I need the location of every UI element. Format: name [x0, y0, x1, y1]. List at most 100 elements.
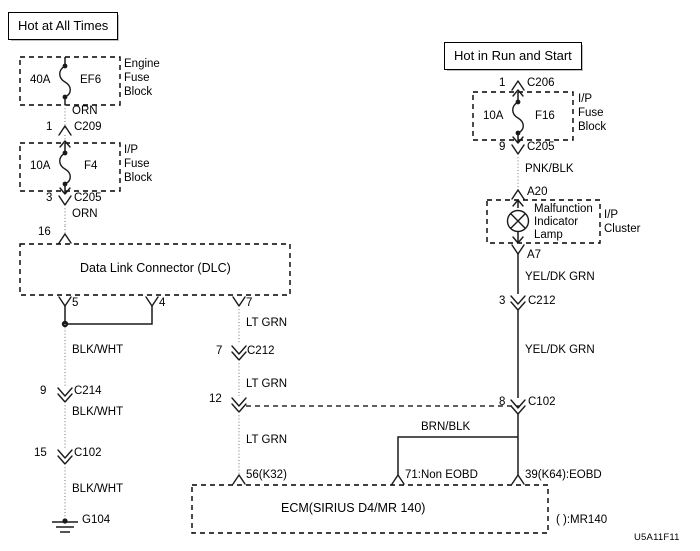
- connector-dlc-4-pin: 4: [159, 297, 166, 309]
- fuse-f16-id: F16: [535, 110, 555, 122]
- engine-fuse-block-label-3: Block: [124, 86, 153, 98]
- connector-c214-chev-1: [57, 387, 73, 397]
- wire-label-orn-2: ORN: [72, 208, 98, 220]
- connector-c102-right-name: C102: [528, 396, 556, 408]
- wire-label-blk-wht-1: BLK/WHT: [72, 344, 124, 356]
- fuse-f4-arrow-top: [59, 140, 71, 148]
- connector-c102-right-pin: 8: [499, 396, 506, 408]
- mil-label-2: Indicator: [534, 216, 579, 228]
- wire-label-lt-grn-3: LT GRN: [246, 434, 288, 446]
- ip-fuse-block-right-label-3: Block: [578, 121, 607, 133]
- wire-label-yel-dk-grn-1: YEL/DK GRN: [525, 271, 595, 283]
- ip-cluster-outline: [486, 199, 601, 244]
- connector-c205-left-symbol: [58, 195, 72, 206]
- engine-fuse-block-label-2: Fuse: [124, 72, 150, 84]
- ip-fuse-block-left-label-1: I/P: [124, 144, 139, 156]
- connector-dlc-16-pin: 16: [38, 226, 51, 238]
- ip-fuse-block-left-label-2: Fuse: [124, 158, 150, 170]
- connector-c102-left-name: C102: [74, 447, 102, 459]
- wire-label-pnk-blk: PNK/BLK: [525, 163, 574, 175]
- wire-dlc-4-to-splice: [65, 306, 153, 325]
- connector-dlc-5-symbol: [58, 296, 72, 307]
- ip-fuse-block-right-label-1: I/P: [578, 93, 593, 105]
- connector-c102-left-pin: 15: [34, 447, 47, 459]
- fuse-ef6-id: EF6: [80, 74, 102, 86]
- connector-splice-12-chev-1: [231, 397, 247, 407]
- mil-label-1: Malfunction: [534, 203, 593, 215]
- fuse-f4-terminal-top: [62, 150, 68, 156]
- connector-c206-name: C206: [527, 77, 555, 89]
- wire-label-lt-grn-2: LT GRN: [246, 378, 288, 390]
- mil-arrow-bottom: [512, 236, 524, 244]
- connector-c209-name: C209: [74, 121, 102, 133]
- connector-c205-left-pin: 3: [46, 192, 53, 204]
- fuse-ef6-element: [59, 65, 71, 98]
- wire-brn-blk: [397, 436, 518, 475]
- connector-c206-pin: 1: [499, 77, 506, 89]
- connector-dlc-4-symbol: [145, 296, 159, 307]
- fuse-ef6-terminal-top: [62, 63, 68, 69]
- ip-cluster-label-1: I/P: [604, 209, 619, 221]
- connector-a7-name: A7: [527, 249, 542, 261]
- wire-label-lt-grn-1: LT GRN: [246, 317, 288, 329]
- connector-c209-symbol: [58, 125, 72, 136]
- connector-c205-right-name: C205: [527, 141, 555, 153]
- wire-label-blk-wht-2: BLK/WHT: [72, 406, 124, 418]
- power-source-hot-in-run-and-start: Hot in Run and Start: [444, 42, 582, 70]
- connector-c212-mid-name: C212: [247, 345, 275, 357]
- power-source-hot-at-all-times: Hot at All Times: [8, 12, 119, 40]
- connector-c214-name: C214: [74, 385, 102, 397]
- connector-ecm-71-symbol: [391, 474, 405, 485]
- ip-fuse-block-right-label-2: Fuse: [578, 107, 604, 119]
- ip-fuse-block-left-outline: [19, 142, 121, 192]
- fuse-ef6-rating: 40A: [30, 74, 51, 86]
- connector-c205-right-symbol: [511, 144, 525, 155]
- ip-cluster-label-2: Cluster: [604, 223, 641, 235]
- connector-ecm-56-name: 56(K32): [246, 469, 287, 481]
- fuse-f16-rating: 10A: [483, 110, 504, 122]
- connector-c209-pin: 1: [46, 121, 53, 133]
- connector-c205-right-pin: 9: [499, 141, 506, 153]
- connector-c102-left-chev-1: [57, 449, 73, 459]
- connector-c206-symbol: [511, 80, 525, 91]
- fuse-f16-arrow-top: [512, 89, 524, 97]
- fuse-f4-element: [59, 152, 71, 185]
- fuse-f4-arrow-bottom: [59, 187, 71, 195]
- fuse-f4-rating: 10A: [30, 160, 51, 172]
- wire-label-orn-1: ORN: [72, 105, 98, 117]
- fuse-f16-arrow-bottom: [512, 136, 524, 144]
- connector-c212-right-chev-1: [510, 295, 526, 305]
- fuse-f4-id: F4: [84, 160, 98, 172]
- wire-label-brn-blk: BRN/BLK: [421, 421, 471, 433]
- ecm-outline: [191, 484, 549, 534]
- mil-lamp-cross: [510, 213, 526, 229]
- ip-fuse-block-left-label-3: Block: [124, 172, 153, 184]
- connector-c212-right-pin: 3: [499, 295, 506, 307]
- fuse-f16-element: [512, 101, 524, 134]
- engine-fuse-block-outline: [19, 56, 121, 106]
- connector-dlc-7-pin: 7: [246, 297, 253, 309]
- fuse-f16-terminal-top: [515, 99, 521, 105]
- wire-label-yel-dk-grn-2: YEL/DK GRN: [525, 344, 595, 356]
- connector-a7-symbol: [511, 244, 525, 255]
- connector-dlc-7-symbol: [232, 296, 246, 307]
- connector-a20-name: A20: [527, 186, 548, 198]
- connector-ecm-39-symbol: [511, 474, 525, 485]
- dlc-outline: [19, 243, 291, 296]
- connector-ecm-56-symbol: [232, 474, 246, 485]
- connector-a20-symbol: [511, 189, 525, 200]
- diagram-reference-id: U5A11F11: [634, 532, 680, 543]
- connector-c212-right-name: C212: [528, 295, 556, 307]
- connector-dlc-16-symbol: [58, 233, 72, 244]
- connector-c212-mid-chev-1: [231, 345, 247, 355]
- connector-dlc-5-pin: 5: [72, 297, 79, 309]
- engine-fuse-block-label-1: Engine: [124, 58, 160, 70]
- connector-splice-12-pin: 12: [209, 393, 222, 405]
- mil-label-3: Lamp: [534, 229, 563, 241]
- wire-label-blk-wht-3: BLK/WHT: [72, 483, 124, 495]
- ground-g104-label: G104: [82, 514, 111, 526]
- ip-fuse-block-right-outline: [472, 91, 574, 141]
- connector-c212-mid-pin: 7: [216, 345, 223, 357]
- connector-ecm-71-name: 71:Non EOBD: [405, 469, 478, 481]
